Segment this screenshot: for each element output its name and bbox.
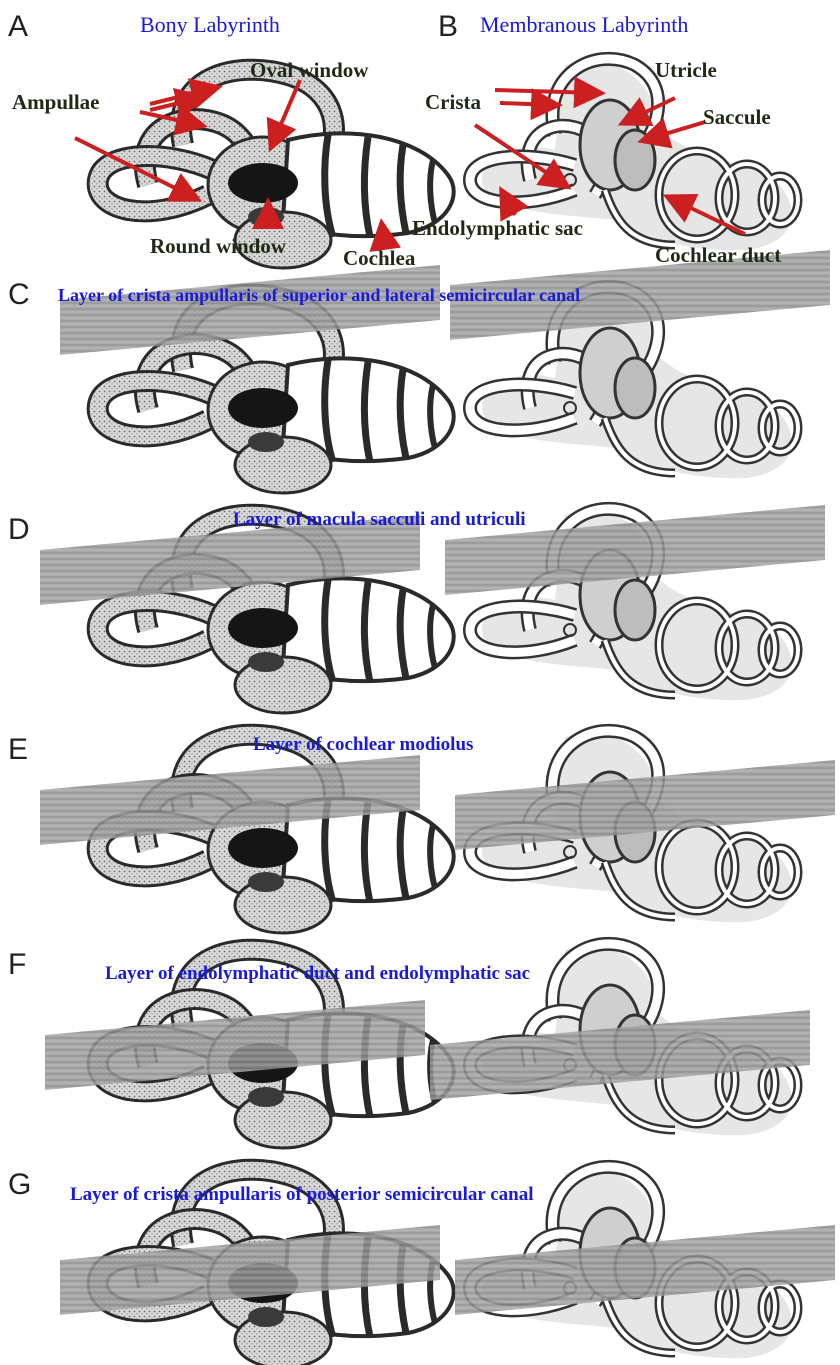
title-membranous-labyrinth: Membranous Labyrinth xyxy=(480,14,688,36)
label-ampullae: Ampullae xyxy=(12,92,100,113)
label-cochlear-duct: Cochlear duct xyxy=(655,245,781,266)
panel-letter-d: D xyxy=(8,515,30,545)
title-layer-f: Layer of endolymphatic duct and endolymp… xyxy=(105,964,530,983)
label-endolymphatic-sac: Endolymphatic sac xyxy=(412,218,583,239)
title-layer-c: Layer of crista ampullaris of superior a… xyxy=(58,286,580,304)
label-crista: Crista xyxy=(425,92,481,113)
panel-letter-c: C xyxy=(8,280,30,310)
title-layer-e: Layer of cochlear modiolus xyxy=(253,735,473,754)
panel-letter-e: E xyxy=(8,735,28,765)
label-oval-window: Oval window xyxy=(250,60,368,81)
title-bony-labyrinth: Bony Labyrinth xyxy=(140,14,280,36)
title-layer-d: Layer of macula sacculi and utriculi xyxy=(233,510,526,529)
panel-letter-a: A xyxy=(8,12,28,42)
panel-letter-f: F xyxy=(8,950,26,980)
label-utricle: Utricle xyxy=(655,60,717,81)
label-cochlea: Cochlea xyxy=(343,248,415,269)
panel-letter-b: B xyxy=(438,12,458,42)
label-round-window: Round window xyxy=(150,236,286,257)
panel-letter-g: G xyxy=(8,1170,31,1200)
label-saccule: Saccule xyxy=(703,107,771,128)
title-layer-g: Layer of crista ampullaris of posterior … xyxy=(70,1185,534,1204)
